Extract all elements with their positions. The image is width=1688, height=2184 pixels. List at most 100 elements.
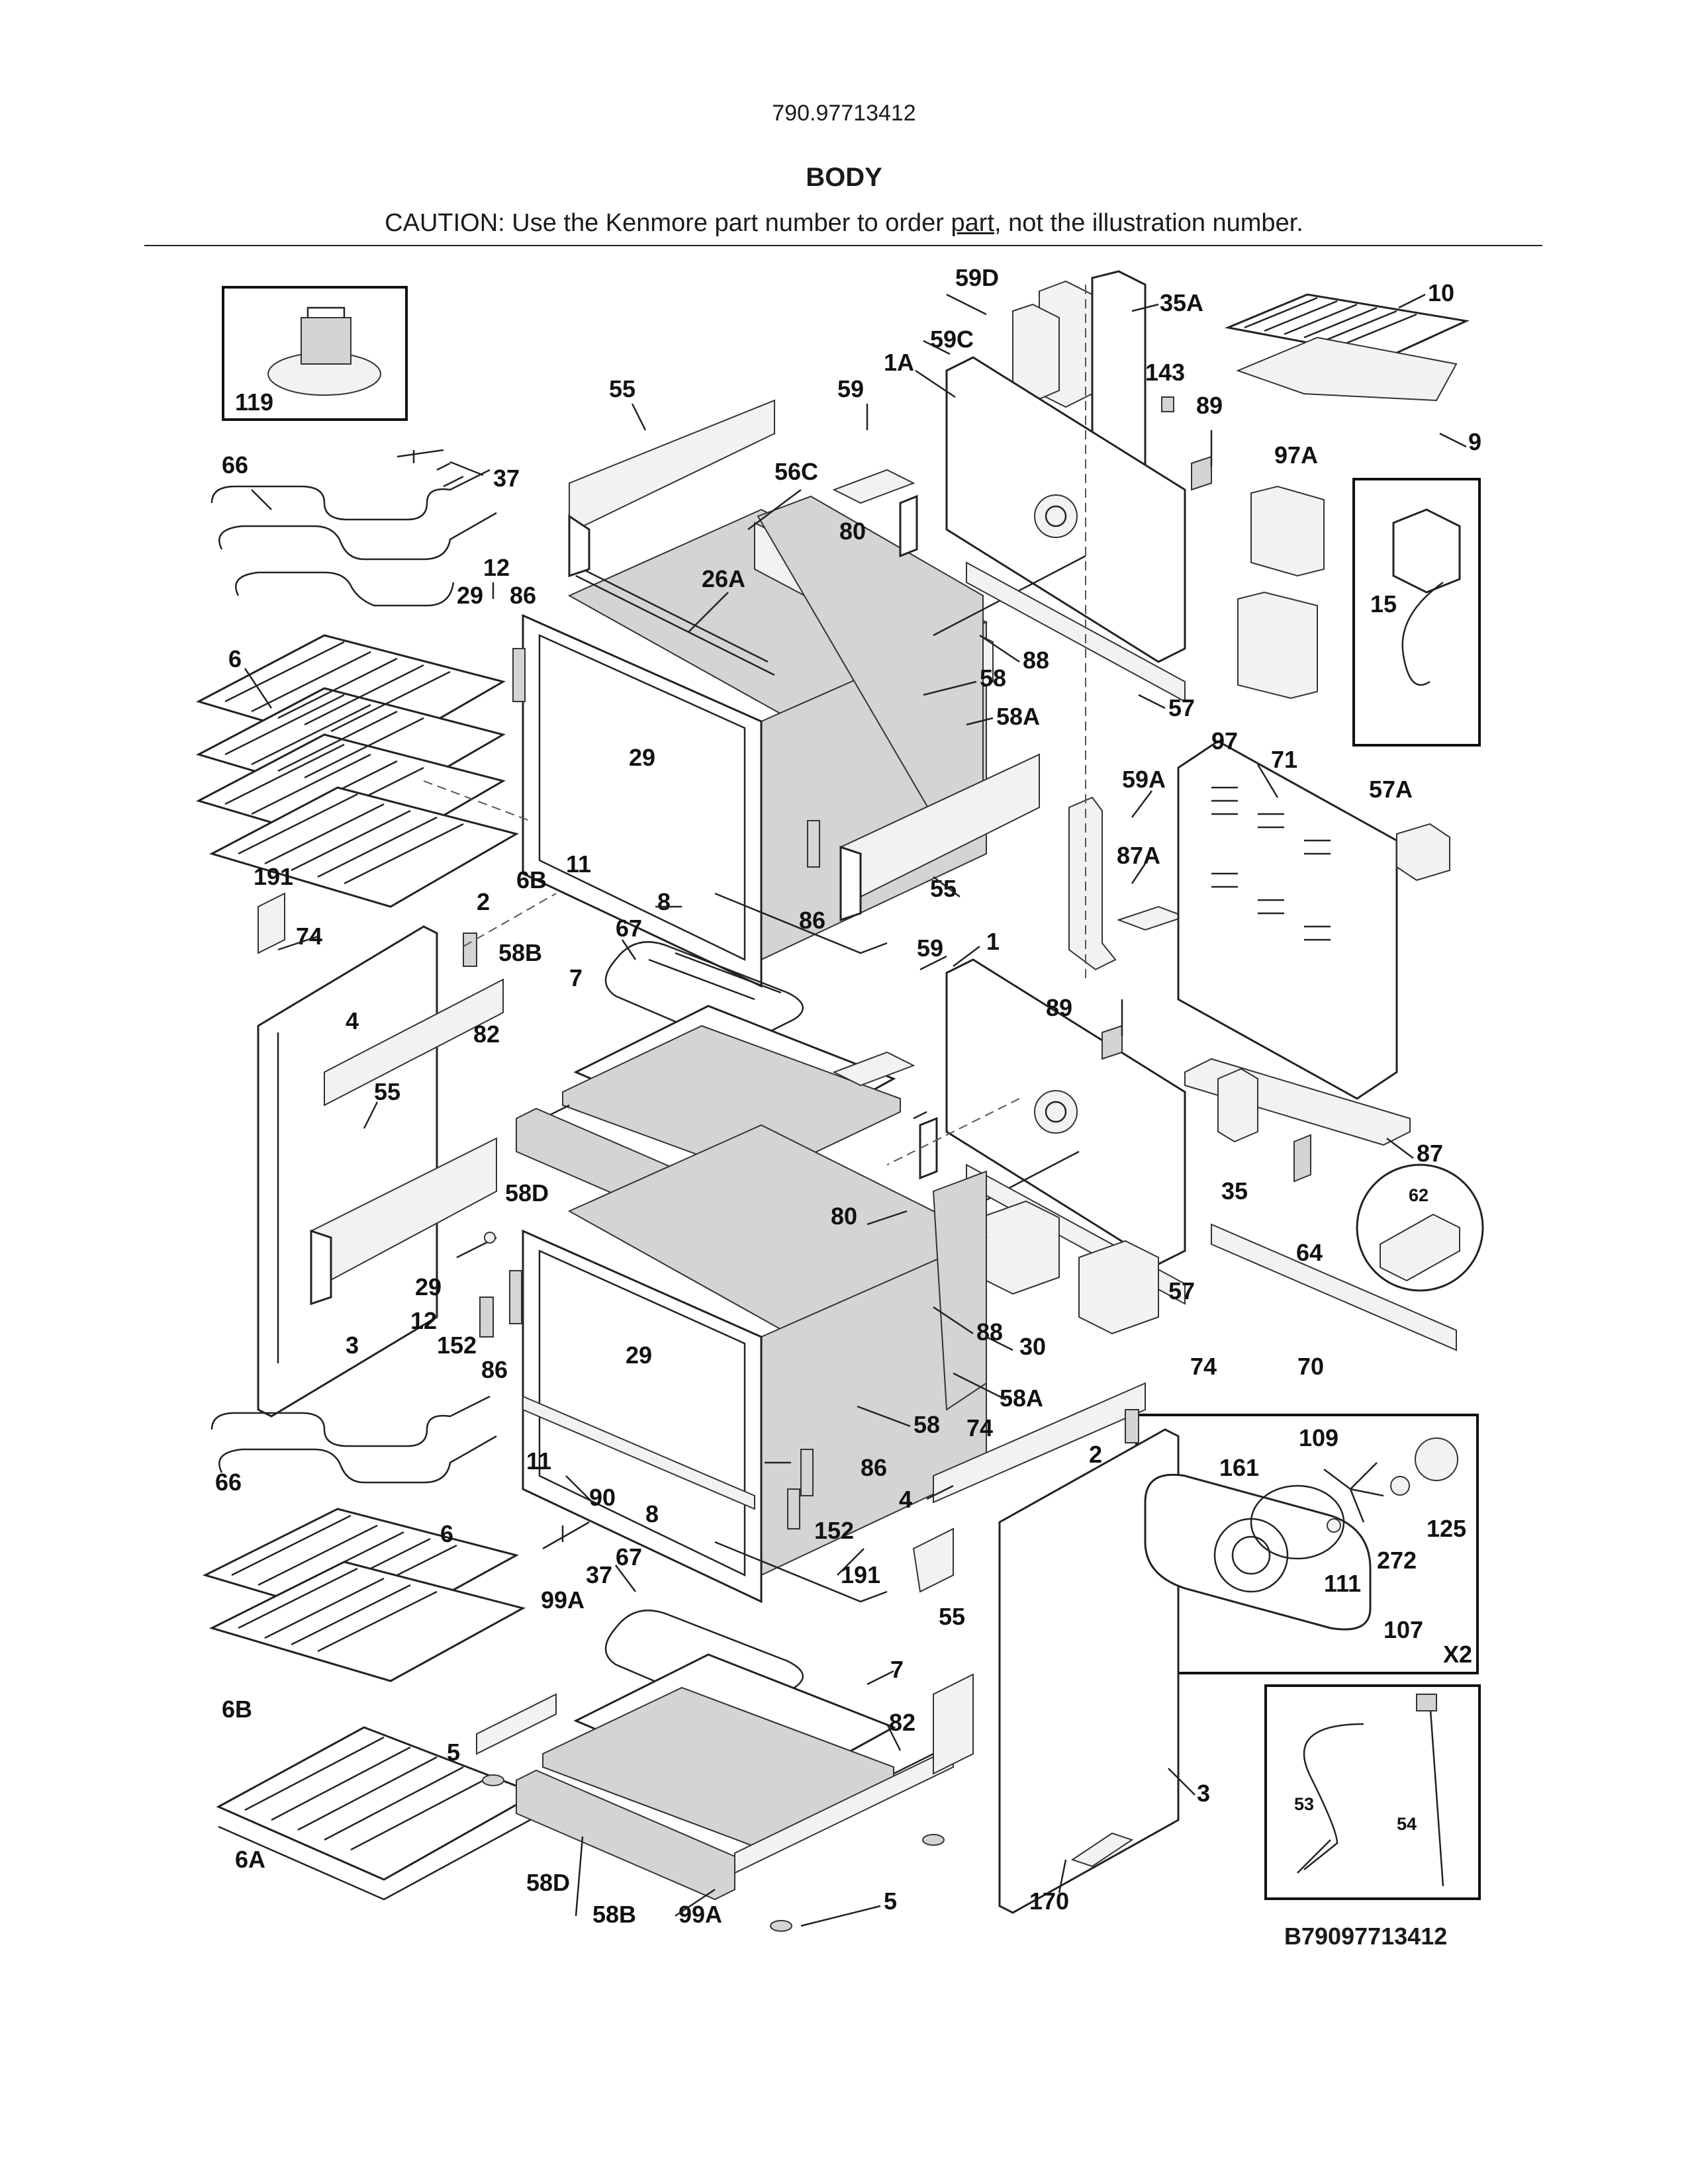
part-119-thermostat[interactable] <box>267 306 381 396</box>
part-37-bracket-lower[interactable] <box>542 1521 590 1550</box>
part-59d-vent-duct[interactable] <box>1012 280 1093 408</box>
callout-71: 71 <box>1271 746 1297 773</box>
part-99a-side-rail-left[interactable] <box>476 1693 557 1755</box>
callout-74-upper: 74 <box>296 923 322 950</box>
part-143-clip[interactable] <box>1161 396 1174 412</box>
part-lower-oven-cavity[interactable] <box>522 1124 988 1604</box>
part-109-fan-blade[interactable] <box>1323 1462 1384 1523</box>
part-272-washer[interactable] <box>1390 1476 1410 1496</box>
part-57-lower-trim-upper[interactable] <box>966 561 1186 703</box>
part-37-bracket-upper[interactable] <box>397 449 444 463</box>
callout-86-upper-right: 86 <box>799 907 825 934</box>
part-64-terminal-block[interactable] <box>1293 1134 1311 1183</box>
callout-3-left: 3 <box>346 1332 359 1359</box>
callout-59d: 59D <box>955 264 999 291</box>
part-30-vent-panels[interactable] <box>979 1200 1159 1335</box>
part-58b-plate-upper[interactable] <box>562 1024 901 1179</box>
part-59a-vent-duct[interactable] <box>1068 796 1117 971</box>
callout-66-upper: 66 <box>222 451 248 478</box>
part-53-meat-probe[interactable] <box>1297 1723 1364 1874</box>
part-12-part-29-igniter-lower[interactable] <box>456 1232 497 1259</box>
caution-note: CAUTION: Use the Kenmore part number to … <box>0 209 1688 238</box>
part-97-control-board[interactable] <box>1237 591 1318 700</box>
part-82-slide-lower[interactable] <box>893 1752 934 1775</box>
part-58a-insulation-upper[interactable] <box>757 495 984 835</box>
part-55-side-panel-middle[interactable] <box>310 1137 497 1306</box>
callout-99a-lower: 99A <box>679 1901 722 1928</box>
part-125-fan-motor[interactable] <box>1415 1437 1458 1481</box>
part-191-bracket-lower[interactable] <box>912 1527 954 1593</box>
section-title: BODY <box>806 163 882 192</box>
callout-86-lower-right: 86 <box>861 1454 887 1481</box>
part-2-hinge-lower[interactable] <box>1125 1409 1139 1443</box>
part-6b-rack-upper[interactable] <box>209 786 519 908</box>
part-6b-rack-lower[interactable] <box>209 1561 526 1682</box>
part-89-sensor-lower[interactable] <box>1102 999 1123 1060</box>
part-55-side-panel-lower[interactable] <box>933 1673 974 1775</box>
part-35-bracket[interactable] <box>1217 1068 1258 1143</box>
part-97a-control-board[interactable] <box>1250 485 1325 577</box>
callout-labels: 119 66 37 55 56C 12 29 86 26A 6 29 11 58… <box>215 264 1481 1928</box>
part-152-bracket-lower-right[interactable] <box>787 1488 800 1529</box>
part-111-nut[interactable] <box>1327 1518 1341 1533</box>
part-87a-bracket[interactable] <box>1117 905 1187 931</box>
part-99a-bottom-rail[interactable] <box>734 1746 954 1874</box>
part-62-terminal-block-detail[interactable] <box>1356 1163 1484 1292</box>
leader-dash-lines <box>423 285 1086 1165</box>
callout-7-lower: 7 <box>890 1656 904 1683</box>
part-170-bracket[interactable] <box>1070 1832 1134 1868</box>
callout-4-lower: 4 <box>899 1486 912 1513</box>
part-89-sensor-upper[interactable] <box>1191 430 1213 491</box>
part-9-broil-pan[interactable] <box>1236 336 1458 402</box>
part-5-leveling-leg[interactable] <box>482 1774 945 1932</box>
part-6a-sliding-rack[interactable] <box>216 1726 539 1901</box>
part-90-bottom-trim[interactable] <box>522 1395 755 1510</box>
callout-1: 1 <box>986 928 1000 955</box>
callout-58a-lower: 58A <box>1000 1385 1043 1412</box>
caution-part-link[interactable]: part <box>951 209 994 237</box>
callout-62: 62 <box>1409 1185 1429 1205</box>
callout-8-lower: 8 <box>645 1500 659 1527</box>
part-71-rear-panel[interactable] <box>1177 740 1398 1100</box>
part-4-crossbar-lower[interactable] <box>933 1382 1146 1504</box>
callout-53: 53 <box>1294 1794 1314 1814</box>
callout-58-lower: 58 <box>914 1411 940 1438</box>
part-80-bracket-upper[interactable] <box>899 494 918 558</box>
part-66-broil-element-lower[interactable] <box>211 1395 497 1484</box>
part-67-bake-element-upper[interactable] <box>604 941 804 1044</box>
part-58a-insulation-lower[interactable] <box>932 1170 987 1411</box>
callout-1a: 1A <box>884 349 914 376</box>
part-1a-back-panel-upper[interactable] <box>945 356 1186 663</box>
part-59-vent-strip-lower[interactable] <box>832 1051 915 1087</box>
callout-55-middle: 55 <box>374 1078 400 1105</box>
callout-57a: 57A <box>1369 776 1413 803</box>
part-57a-cover-plate[interactable] <box>1396 823 1450 882</box>
callout-12-upper: 12 <box>483 554 510 581</box>
part-55-side-panel-upper-right[interactable] <box>839 753 1040 922</box>
part-58d-insulation-strip-lower[interactable] <box>516 1769 735 1901</box>
part-15-display-module[interactable] <box>1392 508 1461 686</box>
callout-97: 97 <box>1211 727 1238 754</box>
part-86-hinge-upper-cavity[interactable] <box>512 648 820 868</box>
part-8-element-bracket-upper[interactable] <box>714 892 888 954</box>
part-8-element-bracket-lower[interactable] <box>714 1541 888 1603</box>
callout-89-lower: 89 <box>1046 994 1072 1021</box>
part-161-fan-housing[interactable] <box>1250 1484 1345 1560</box>
part-54-probe-wire[interactable] <box>1416 1694 1444 1887</box>
part-66-broil-element-upper[interactable] <box>211 462 497 607</box>
part-3-side-frame-right[interactable] <box>998 1428 1180 1914</box>
part-152-bracket-lower-left[interactable] <box>479 1297 494 1338</box>
part-55-side-panel-upper-left[interactable] <box>568 399 775 578</box>
part-191-bracket-upper[interactable] <box>258 892 285 954</box>
callout-89-upper: 89 <box>1196 392 1223 419</box>
part-2-hinge-upper[interactable] <box>463 933 477 967</box>
part-59-vent-strip-upper[interactable] <box>832 469 915 504</box>
part-80-bracket-lower[interactable] <box>919 1116 938 1180</box>
callout-54: 54 <box>1397 1814 1417 1834</box>
part-26a-top-trim[interactable] <box>569 561 775 676</box>
part-4-crossbar-upper[interactable] <box>324 978 504 1107</box>
part-86-hinge-lower[interactable] <box>509 1270 814 1496</box>
part-1-back-panel-lower[interactable] <box>945 958 1186 1265</box>
callout-87: 87 <box>1417 1140 1443 1167</box>
part-70-support-bar[interactable] <box>1211 1223 1457 1351</box>
